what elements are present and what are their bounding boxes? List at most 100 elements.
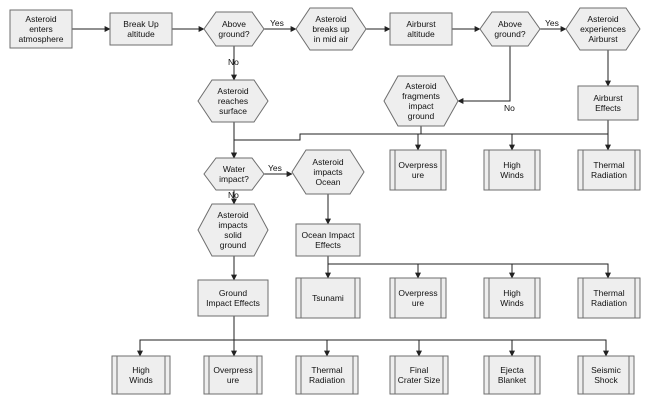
event-hexagon (291, 149, 365, 195)
edge-airburst_effects-to-ab_winds (509, 133, 608, 151)
edge-label: Yes (268, 163, 282, 173)
edge-label: No (228, 57, 239, 67)
event-hexagon (295, 7, 367, 51)
edge-ground_effects-to-gr_thermal (234, 339, 330, 357)
decision-hexagon (203, 11, 265, 47)
decision-hexagon (203, 157, 265, 191)
subprocess-box (577, 149, 641, 191)
process-box (295, 223, 361, 257)
process-box (389, 12, 453, 46)
edge-label: No (228, 190, 239, 200)
edge-airburst_effects-to-ab_overpressure (415, 120, 609, 151)
subprocess-box (483, 149, 541, 191)
edge-label: No (504, 103, 515, 113)
subprocess-box (577, 355, 635, 395)
subprocess-box (389, 355, 449, 395)
subprocess-box (483, 277, 541, 319)
subprocess-box (295, 355, 359, 395)
process-box (109, 12, 173, 46)
event-hexagon (383, 75, 459, 127)
edge-ground_effects-to-gr_ejecta (419, 339, 515, 357)
process-box (577, 85, 639, 121)
edge-label: Yes (270, 18, 284, 28)
subprocess-box (389, 277, 447, 319)
subprocess-box (295, 277, 361, 319)
process-box (9, 9, 73, 49)
subprocess-box (111, 355, 171, 395)
subprocess-box (203, 355, 263, 395)
node-tsunami: Tsunami (295, 277, 361, 319)
edge-ground_effects-to-gr_crater (327, 339, 422, 357)
node-label: Tsunami (312, 293, 344, 303)
decision-hexagon (479, 11, 541, 47)
edge-label: Yes (545, 18, 559, 28)
edge-above2-to-fragments (457, 46, 511, 104)
subprocess-box (389, 149, 447, 191)
edge-fragments-to-water (231, 126, 422, 159)
event-hexagon (197, 203, 269, 257)
subprocess-box (577, 277, 641, 319)
edge-ocean_effects-to-oc_overpressure (328, 263, 421, 279)
event-hexagon (565, 7, 641, 51)
process-box (197, 279, 269, 317)
edge-ground_effects-to-gr_seismic (512, 339, 609, 357)
edge-ground_effects-to-gr_winds (137, 316, 235, 357)
edge-ocean_effects-to-oc_thermal (512, 263, 611, 279)
edge-ocean_effects-to-oc_winds (418, 263, 515, 279)
